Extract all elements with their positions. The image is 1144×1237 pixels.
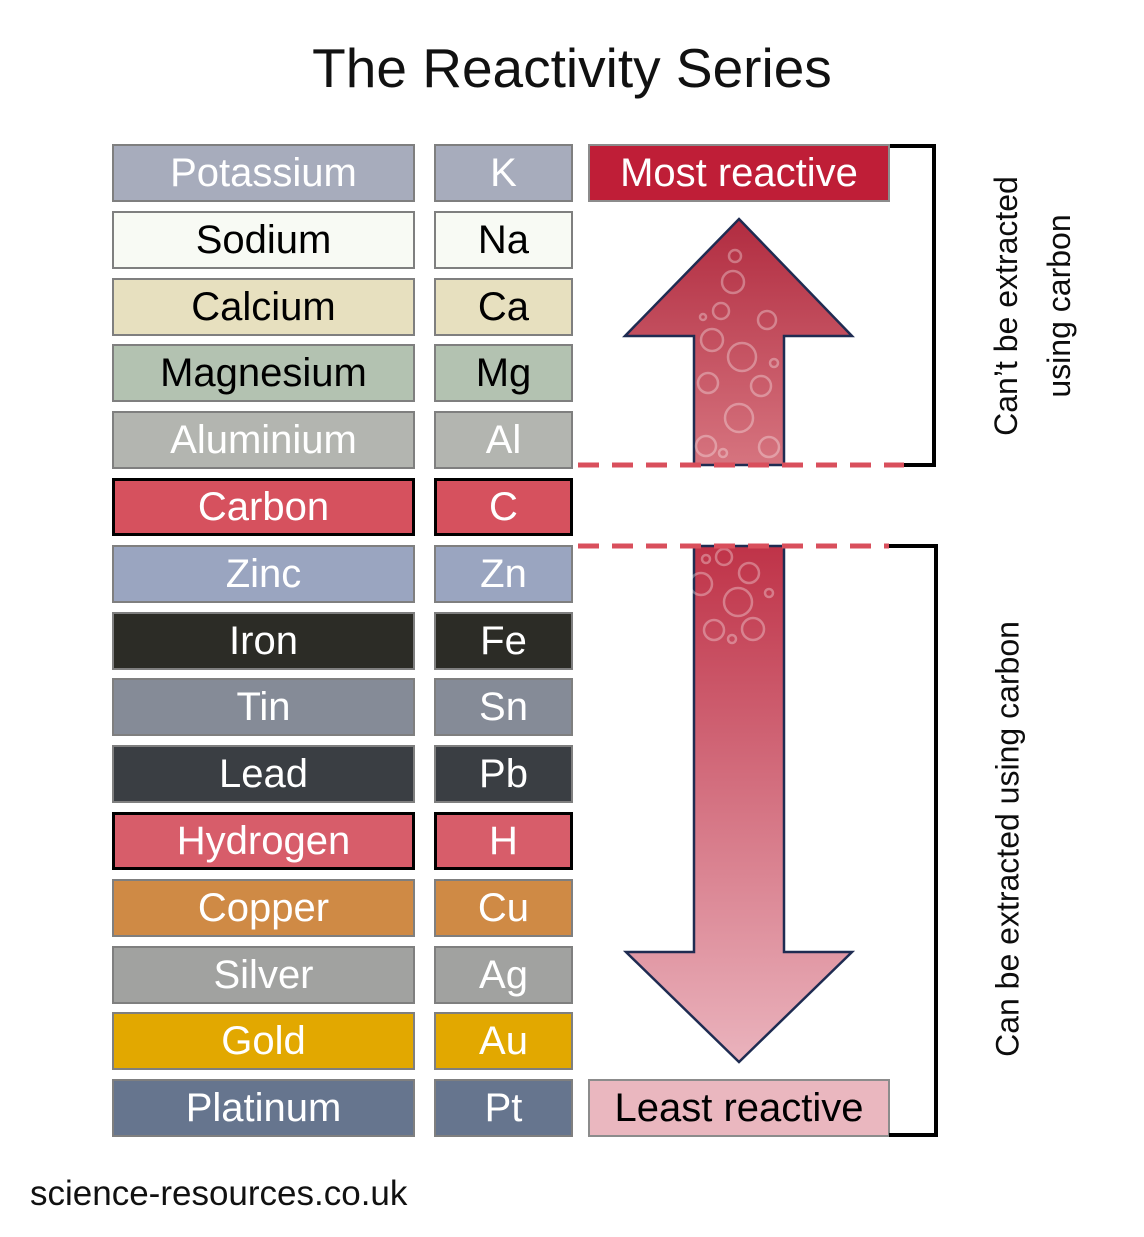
bubbles-decoration	[688, 248, 781, 645]
cant-extract-annotation: Can’t be extracted using carbon	[980, 176, 1086, 436]
source-watermark: science-resources.co.uk	[30, 1174, 408, 1213]
element-symbol-box: Ca	[434, 277, 573, 336]
element-name-box: Iron	[112, 611, 415, 670]
least-reactive-label: Least reactive	[588, 1079, 890, 1137]
element-name-box: Calcium	[112, 277, 415, 336]
most-reactive-label: Most reactive	[588, 144, 890, 202]
element-name-box: Copper	[112, 878, 415, 937]
element-symbol-box: K	[434, 144, 573, 202]
element-symbol-box: Na	[434, 210, 573, 269]
upper-bracket	[890, 144, 936, 467]
element-row: Platinum Pt	[112, 1079, 573, 1138]
element-name-box: Magnesium	[112, 344, 415, 403]
element-row: Sodium Na	[112, 210, 573, 269]
element-name-box: Hydrogen	[112, 812, 415, 870]
cant-extract-line1: Can’t be extracted	[988, 176, 1025, 436]
element-row: Gold Au	[112, 1012, 573, 1071]
element-name-box: Gold	[112, 1012, 415, 1071]
can-extract-annotation: Can be extracted using carbon	[982, 621, 1035, 1057]
element-row: Tin Sn	[112, 678, 573, 737]
element-row: Zinc Zn	[112, 544, 573, 603]
element-name-box: Aluminium	[112, 411, 415, 470]
element-symbol-box: Al	[434, 411, 573, 470]
element-row: Iron Fe	[112, 611, 573, 670]
element-row: Silver Ag	[112, 945, 573, 1004]
element-symbol-box: Sn	[434, 678, 573, 737]
element-symbol-box: Zn	[434, 544, 573, 603]
element-row: Hydrogen H	[112, 812, 573, 870]
element-symbol-box: Pt	[434, 1079, 573, 1138]
element-name-box: Carbon	[112, 478, 415, 536]
element-symbol-box: Cu	[434, 878, 573, 937]
element-symbol-box: C	[434, 478, 573, 536]
element-row: Potassium K	[112, 144, 573, 202]
element-row: Calcium Ca	[112, 277, 573, 336]
cant-extract-line2: using carbon	[1041, 214, 1077, 398]
element-row: Lead Pb	[112, 745, 573, 804]
element-name-box: Silver	[112, 945, 415, 1004]
element-name-box: Lead	[112, 745, 415, 804]
element-name-box: Potassium	[112, 144, 415, 202]
can-extract-text: Can be extracted using carbon	[989, 621, 1026, 1057]
element-symbol-box: Pb	[434, 745, 573, 804]
element-symbol-box: H	[434, 812, 573, 870]
element-symbol-box: Fe	[434, 611, 573, 670]
up-arrow	[622, 217, 855, 467]
element-row: Magnesium Mg	[112, 344, 573, 403]
element-name-box: Platinum	[112, 1079, 415, 1138]
element-symbol-box: Au	[434, 1012, 573, 1071]
element-symbol-box: Ag	[434, 945, 573, 1004]
element-name-box: Zinc	[112, 544, 415, 603]
most-reactive-text: Most reactive	[620, 150, 858, 195]
element-symbol-box: Mg	[434, 344, 573, 403]
element-name-box: Sodium	[112, 210, 415, 269]
element-name-box: Tin	[112, 678, 415, 737]
least-reactive-text: Least reactive	[614, 1085, 864, 1130]
element-row: Aluminium Al	[112, 411, 573, 470]
lower-bracket	[889, 544, 938, 1137]
page-title: The Reactivity Series	[312, 37, 832, 99]
element-row: Copper Cu	[112, 878, 573, 937]
element-row: Carbon C	[112, 478, 573, 536]
down-arrow	[622, 544, 856, 1064]
